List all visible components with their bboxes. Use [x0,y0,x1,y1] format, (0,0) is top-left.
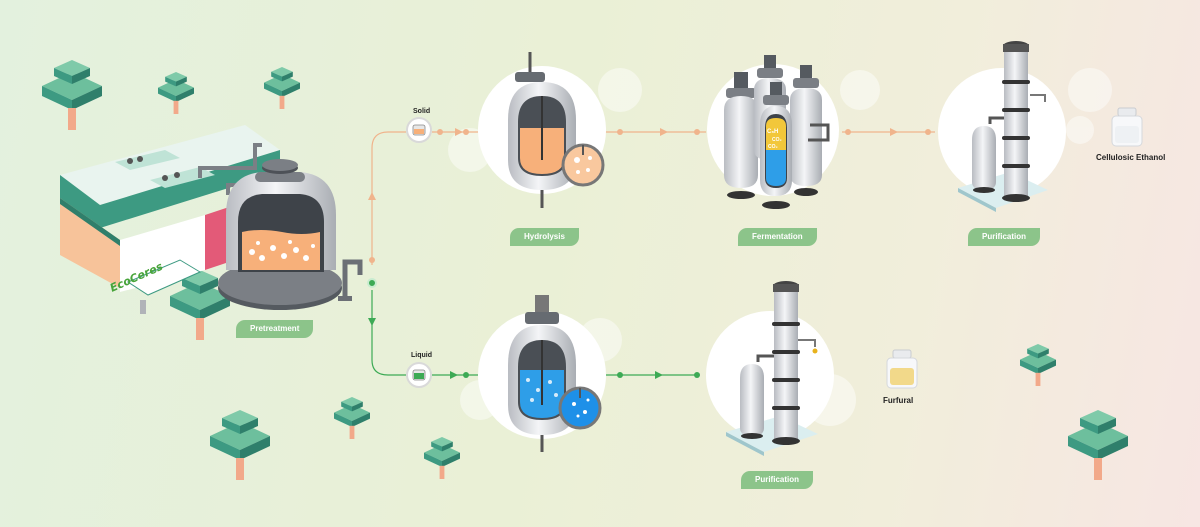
tree-icon [210,410,270,480]
tree-icon [158,72,194,114]
ethanol-bottle-icon [1111,107,1143,147]
purification-column-top [938,41,1066,212]
tree-icon [1068,410,1128,480]
tree-icon [264,67,300,109]
molecule-label: CO₂ [768,144,778,150]
furfural-bottle-icon [886,349,918,389]
stage-label-pretreatment: Pretreatment [236,320,314,338]
stage-label-hydrolysis: Hydrolysis [510,228,579,246]
molecule-label: CO₂ [772,137,782,143]
stage-label-fermentation: Fermentation [738,228,817,246]
stream-label-liquid: Liquid [411,352,432,359]
solid-sample-icon [406,117,432,143]
tree-icon [334,397,370,439]
tree-icon [1020,344,1056,386]
molecule-label: C₆H [767,129,778,135]
tree-icon [42,60,102,130]
fermentation-tanks [707,55,839,209]
product-label-furfural: Furfural [883,396,914,405]
hydrolysis-vessel [478,52,606,208]
pretreatment-reactor [218,159,363,310]
tree-icon [424,437,460,479]
stage-label-purification-bottom: Purification [741,471,814,489]
factory-building [60,125,280,314]
stream-label-solid: Solid [413,108,431,115]
liquid-sample-icon [406,362,432,388]
tree-icon [170,270,230,340]
solid-flow-line [368,128,935,265]
stage-label-purification-top: Purification [968,228,1041,246]
purification-column-bottom [706,281,834,456]
product-label-ethanol: Cellulosic Ethanol [1096,153,1166,162]
liquid-hydrolysis-vessel [478,295,606,452]
liquid-flow-line [367,278,700,379]
